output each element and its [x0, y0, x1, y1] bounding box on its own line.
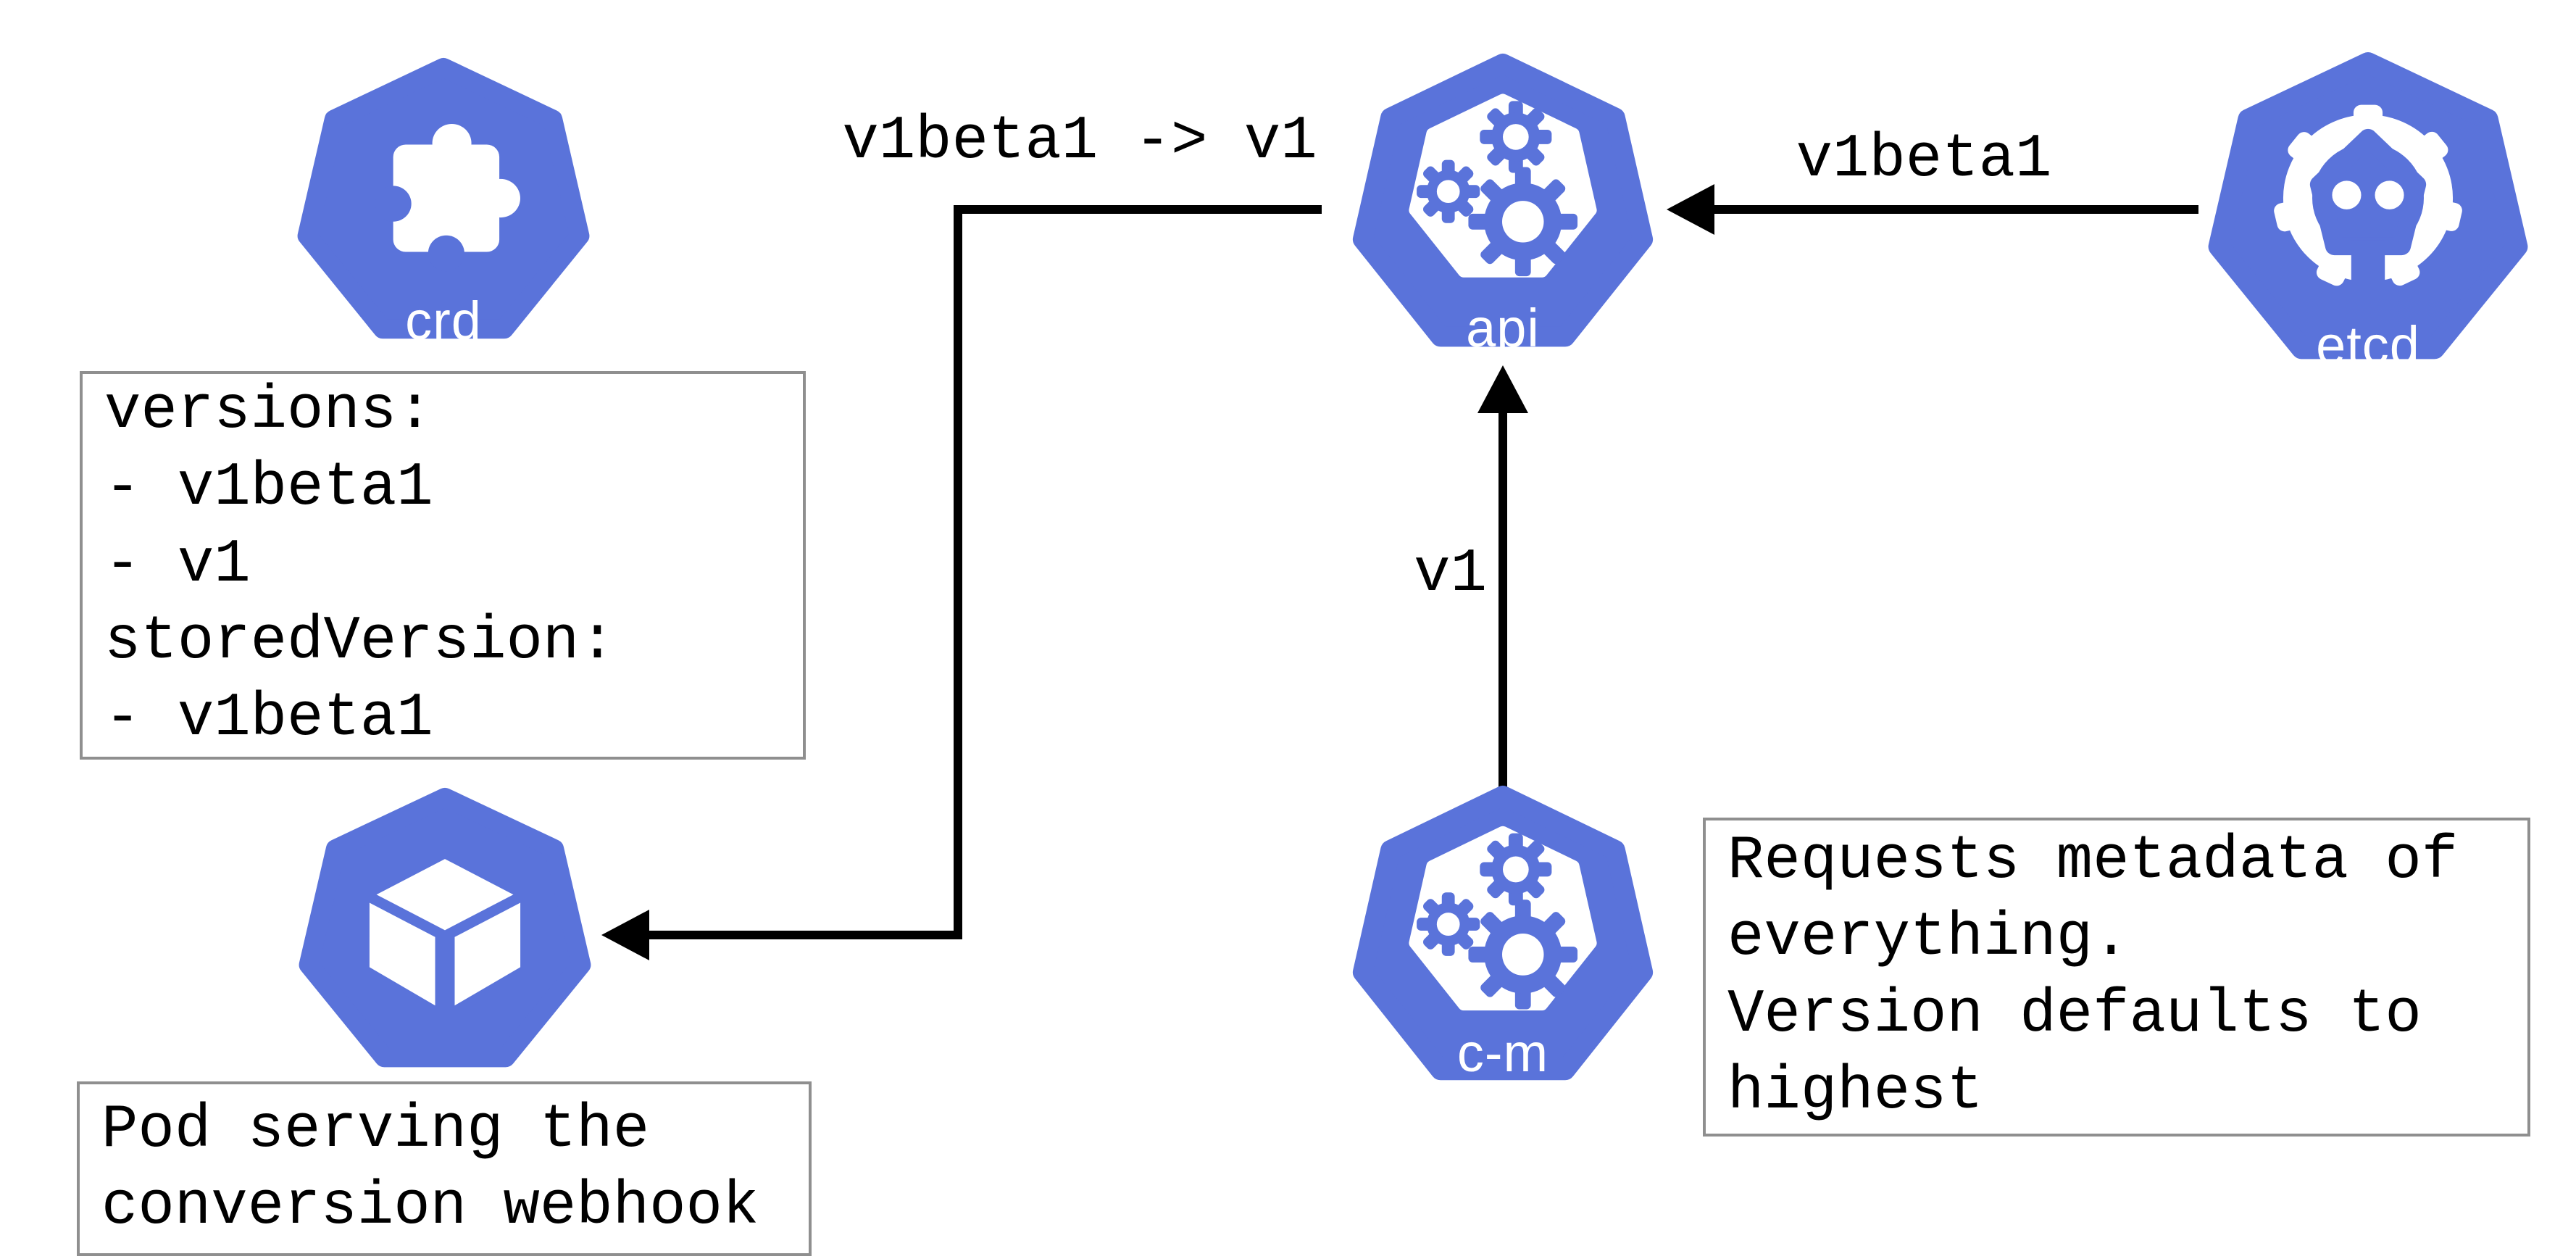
etcd-edge-label: v1beta1 [1796, 125, 2052, 194]
note-line: Version defaults to [1727, 981, 2422, 1050]
note-line: conversion webhook [101, 1172, 759, 1242]
etcd-node: etcd [2200, 51, 2536, 375]
controller-manager-node-label: c-m [1456, 1023, 1549, 1083]
etcd-robot-icon [2208, 52, 2528, 360]
note-line: everything. [1727, 904, 2130, 973]
note-line: storedVersion: [104, 607, 616, 676]
gears-icon [1352, 785, 1654, 1081]
note-line: versions: [104, 377, 433, 446]
note-line: Pod serving the [101, 1095, 650, 1165]
note-line: - v1beta1 [104, 454, 433, 523]
puzzle-icon [297, 57, 590, 339]
crd-node-label: crd [405, 291, 482, 351]
conversion-edge-label: v1beta1 -> v1 [842, 107, 1317, 176]
crd-spec-note: versions: - v1beta1 - v1 storedVersion: … [80, 371, 806, 760]
crd-node: crd [290, 57, 597, 354]
note-line: Requests metadata of [1727, 827, 2459, 896]
note-line: - v1 [104, 531, 251, 599]
cm-edge-label: v1 [1414, 540, 1487, 609]
etcd-node-label: etcd [2316, 315, 2420, 375]
gears-icon [1352, 53, 1654, 347]
note-line: - v1beta1 [104, 684, 433, 753]
pod-note: Pod serving the conversion webhook [77, 1081, 812, 1256]
note-line: highest [1727, 1058, 1983, 1126]
api-node: api [1345, 52, 1661, 362]
webhook-pod-node [291, 786, 599, 1082]
cm-note: Requests metadata of everything. Version… [1703, 818, 2530, 1137]
controller-manager-node: c-m [1345, 784, 1661, 1096]
api-node-label: api [1466, 298, 1540, 358]
cube-icon [299, 787, 591, 1068]
